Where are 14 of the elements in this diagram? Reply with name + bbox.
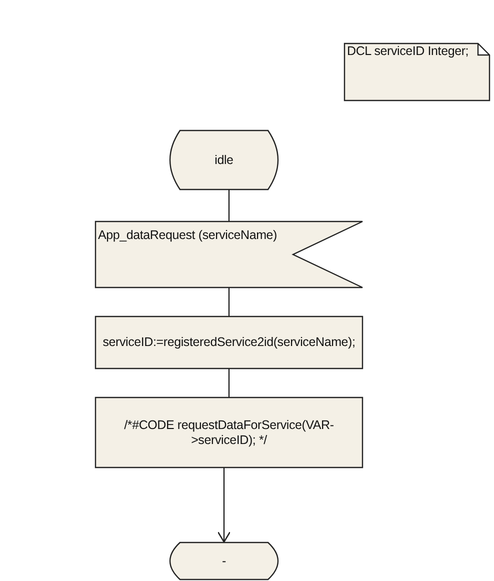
state-name: - [222, 554, 226, 568]
code-text: /*#CODE requestDataForService(VAR->serviceID); */ [123, 418, 335, 448]
task-box [95, 397, 363, 468]
task-box [95, 316, 363, 369]
state-name: idle [214, 152, 234, 168]
input-signal-symbol [95, 221, 363, 288]
connector-line [228, 190, 230, 221]
code-text: serviceID:=registeredService2id(serviceName); [102, 335, 356, 350]
connector-line [228, 288, 230, 316]
signal-name: App_dataRequest (serviceName) [98, 228, 278, 243]
connector-line [228, 369, 230, 397]
declaration-text: DCL serviceID Integer; [347, 44, 470, 59]
arrow [217, 468, 231, 543]
text-symbol [344, 43, 490, 101]
